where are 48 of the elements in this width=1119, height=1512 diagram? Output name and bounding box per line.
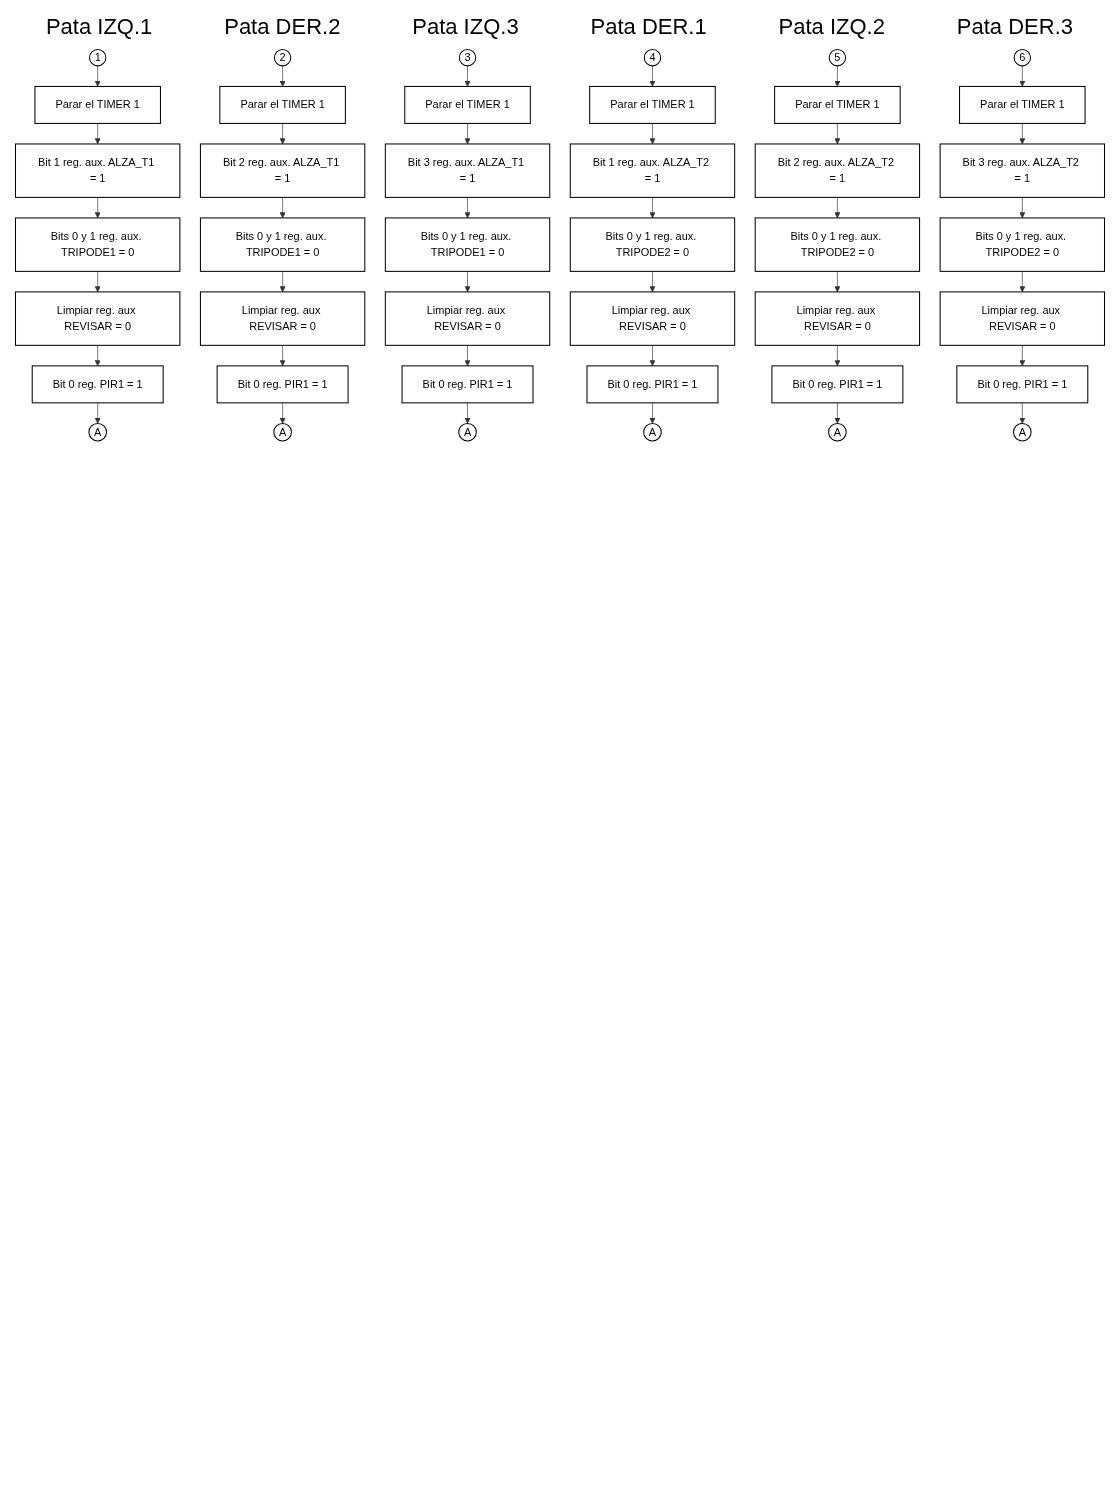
node-circle: 1 [88, 49, 106, 67]
node-circle: 6 [1013, 49, 1031, 67]
node-box: Limpiar reg. aux REVISAR = 0 [384, 291, 550, 346]
node-box: Bit 2 reg. aux. ALZA_T1 = 1 [199, 143, 365, 198]
node-box: Bit 1 reg. aux. ALZA_T1 = 1 [14, 143, 180, 198]
node-box: Parar el TIMER 1 [218, 85, 346, 124]
node-circle: 4 [643, 49, 661, 67]
column-heading: Pata IZQ.3 [412, 14, 519, 40]
node-box: Bit 0 reg. PIR1 = 1 [770, 365, 903, 404]
node-box: Limpiar reg. aux REVISAR = 0 [939, 291, 1105, 346]
node-box: Bits 0 y 1 reg. aux. TRIPODE1 = 0 [199, 217, 365, 272]
column-heading: Pata DER.3 [956, 14, 1073, 40]
node-box: Bit 2 reg. aux. ALZA_T2 = 1 [754, 143, 920, 198]
node-box: Bit 3 reg. aux. ALZA_T1 = 1 [384, 143, 550, 198]
node-circle: A [457, 422, 477, 442]
node-circle: A [272, 422, 292, 442]
node-circle: A [1012, 422, 1032, 442]
node-circle: 5 [828, 49, 846, 67]
node-box: Bit 1 reg. aux. ALZA_T2 = 1 [569, 143, 735, 198]
node-circle: A [827, 422, 847, 442]
node-box: Limpiar reg. aux REVISAR = 0 [754, 291, 920, 346]
node-box: Parar el TIMER 1 [958, 85, 1086, 124]
node-box: Bits 0 y 1 reg. aux. TRIPODE1 = 0 [14, 217, 180, 272]
node-box: Parar el TIMER 1 [588, 85, 716, 124]
column-heading: Pata IZQ.2 [778, 14, 885, 40]
node-box: Parar el TIMER 1 [773, 85, 901, 124]
node-box: Bit 0 reg. PIR1 = 1 [31, 365, 164, 404]
node-box: Bits 0 y 1 reg. aux. TRIPODE2 = 0 [939, 217, 1105, 272]
node-box: Bit 0 reg. PIR1 = 1 [216, 365, 349, 404]
column-heading: Pata IZQ.1 [45, 14, 153, 40]
node-box: Limpiar reg. aux REVISAR = 0 [14, 291, 180, 346]
column-heading: Pata DER.1 [590, 14, 707, 40]
node-circle: A [87, 422, 107, 442]
node-circle: 2 [273, 49, 291, 67]
node-box: Bit 0 reg. PIR1 = 1 [585, 365, 718, 404]
node-box: Bit 0 reg. PIR1 = 1 [955, 365, 1088, 404]
column-heading: Pata DER.2 [224, 14, 341, 40]
node-box: Bits 0 y 1 reg. aux. TRIPODE2 = 0 [569, 217, 735, 272]
node-box: Limpiar reg. aux REVISAR = 0 [199, 291, 365, 346]
node-box: Bits 0 y 1 reg. aux. TRIPODE2 = 0 [754, 217, 920, 272]
node-box: Limpiar reg. aux REVISAR = 0 [569, 291, 735, 346]
node-box: Bit 0 reg. PIR1 = 1 [401, 365, 534, 404]
node-box: Parar el TIMER 1 [403, 85, 531, 124]
node-box: Bits 0 y 1 reg. aux. TRIPODE1 = 0 [384, 217, 550, 272]
node-box: Bit 3 reg. aux. ALZA_T2 = 1 [939, 143, 1105, 198]
node-circle: A [642, 422, 662, 442]
node-box: Parar el TIMER 1 [33, 85, 161, 124]
node-circle: 3 [458, 49, 476, 67]
